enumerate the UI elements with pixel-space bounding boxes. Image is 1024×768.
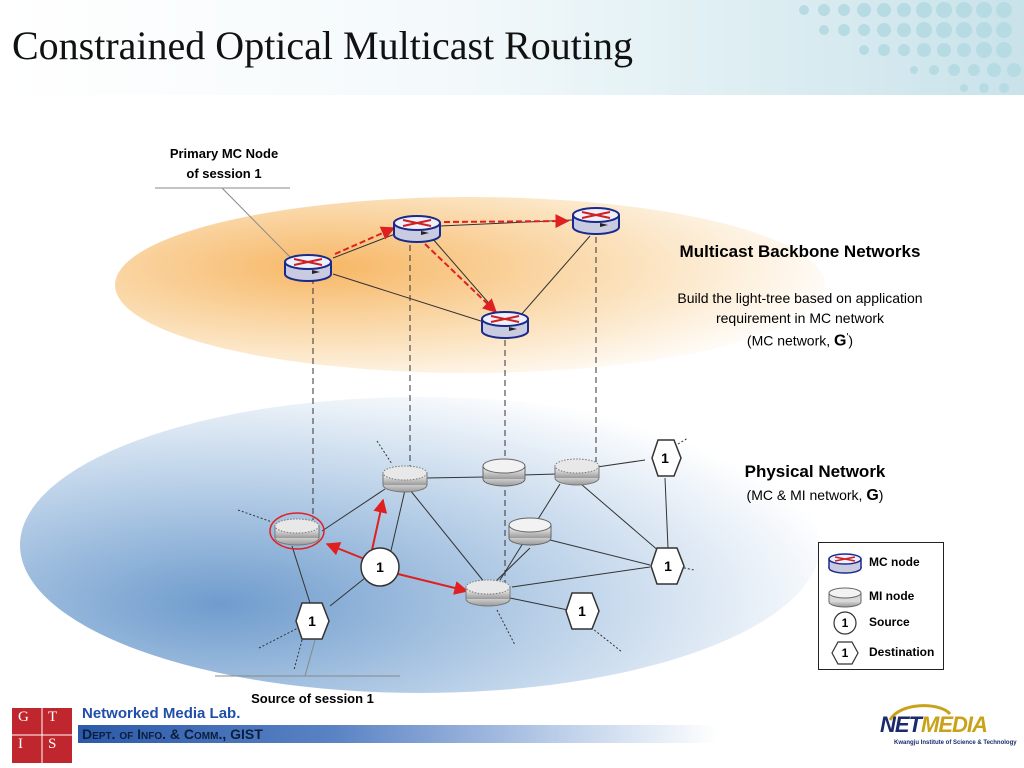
- legend-source-symbol: 1: [842, 616, 849, 630]
- legend-row-source: 1 Source: [819, 609, 943, 637]
- phys-node-center-bottom: [465, 579, 511, 607]
- slide-header: Constrained Optical Multicast Routing: [0, 0, 1024, 95]
- netmedia-subtitle: Kwangju Institute of Science & Technolog…: [894, 740, 1017, 746]
- destination-node-bottom-center: 1: [565, 592, 600, 630]
- dest-bottom-center-label: 1: [578, 603, 586, 619]
- dest-bottom-left-label: 1: [308, 613, 316, 629]
- mc-node-primary: [284, 254, 332, 282]
- destination-node-top-right: 1: [651, 439, 682, 477]
- mi-node-top: [482, 458, 526, 487]
- backbone-desc-post: ): [848, 332, 854, 349]
- legend-destination-label: Destination: [869, 645, 935, 659]
- source-node-label: 1: [376, 559, 384, 575]
- dest-top-right-label: 1: [661, 450, 669, 466]
- phys-node-primary: [274, 518, 320, 546]
- destination-node-bottom-left: 1: [295, 602, 330, 640]
- backbone-desc-pre: (MC network,: [746, 332, 835, 349]
- phys-node-upper-right: [554, 458, 600, 486]
- netmedia-logo: NETMEDIA Kwangju Institute of Science & …: [880, 700, 1017, 758]
- legend-source-label: Source: [869, 615, 910, 629]
- legend-row-mc: MC node: [819, 549, 943, 577]
- legend-mc-node-label: MC node: [869, 555, 920, 569]
- backbone-title: Multicast Backbone Networks: [679, 242, 921, 261]
- source-session-label: Source of session 1: [251, 691, 374, 706]
- legend-row-mi: MI node: [819, 583, 943, 611]
- lab-name: Networked Media Lab.: [82, 705, 241, 722]
- netmedia-swoosh-icon: [888, 704, 952, 721]
- primary-mc-node-label-line2: of session 1: [186, 166, 262, 181]
- physical-sub-post: ): [878, 487, 884, 503]
- mc-node-top-right: [572, 207, 620, 235]
- network-diagram: 1 1 1 1 1: [20, 187, 825, 693]
- physical-plane: [20, 397, 820, 693]
- gist-letter-t: T: [48, 709, 58, 725]
- primary-node-highlight: [269, 512, 325, 550]
- backbone-graph-symbol: G: [834, 332, 847, 350]
- legend-source-icon: 1: [833, 611, 857, 635]
- legend-mi-node-icon: [828, 587, 862, 608]
- source-node: 1: [360, 547, 400, 587]
- netmedia-wordmark: NETMEDIA: [880, 712, 988, 738]
- netmedia-net: NET: [880, 712, 922, 737]
- legend: MC node MI node 1 Source 1 Destination: [818, 542, 944, 670]
- primary-node-leader: [155, 187, 296, 263]
- backbone-desc-line2: requirement in MC network: [715, 310, 885, 326]
- physical-light-tree: [325, 498, 469, 595]
- legend-destination-icon: 1: [831, 641, 859, 665]
- backbone-light-tree: [334, 214, 570, 313]
- dept-bar: [78, 725, 718, 743]
- slide-title: Constrained Optical Multicast Routing: [12, 23, 634, 68]
- gist-logo: [12, 708, 72, 763]
- netmedia-media: MEDIA: [921, 712, 988, 737]
- physical-stub-links: [237, 437, 695, 671]
- dept-name: Dept. of Info. & Comm., GIST: [82, 726, 263, 742]
- source-leader: [215, 639, 400, 677]
- mi-node-middle: [508, 517, 552, 546]
- header-dot-pattern: [799, 2, 1021, 93]
- gist-letter-g: G: [18, 709, 29, 725]
- mc-node-top-center: [393, 215, 441, 243]
- backbone-desc-line1: Build the light-tree based on applicatio…: [677, 290, 923, 306]
- dest-right-label: 1: [664, 558, 672, 574]
- physical-graph-symbol: G: [866, 487, 879, 504]
- legend-mi-node-label: MI node: [869, 589, 915, 603]
- backbone-graph-prime: ': [846, 332, 849, 343]
- gist-letter-i: I: [18, 736, 23, 752]
- slide-footer: G I S T: [0, 700, 1024, 768]
- primary-mc-node-label-line1: Primary MC Node: [169, 146, 279, 161]
- physical-subtitle: (MC & MI network, G): [650, 487, 980, 505]
- gist-letter-s: S: [48, 736, 57, 752]
- physical-links: [291, 459, 669, 611]
- phys-node-upper-left: [382, 465, 428, 493]
- backbone-plane: [115, 197, 825, 373]
- mc-node-lower: [481, 311, 529, 339]
- legend-destination-symbol: 1: [842, 646, 849, 660]
- backbone-desc-line3: (MC network, G'): [610, 332, 990, 351]
- legend-mc-node-icon: [828, 553, 862, 574]
- physical-sub-pre: (MC & MI network,: [746, 487, 867, 503]
- destination-node-right: 1: [650, 547, 685, 585]
- legend-row-destination: 1 Destination: [819, 639, 943, 667]
- physical-title: Physical Network: [744, 462, 886, 481]
